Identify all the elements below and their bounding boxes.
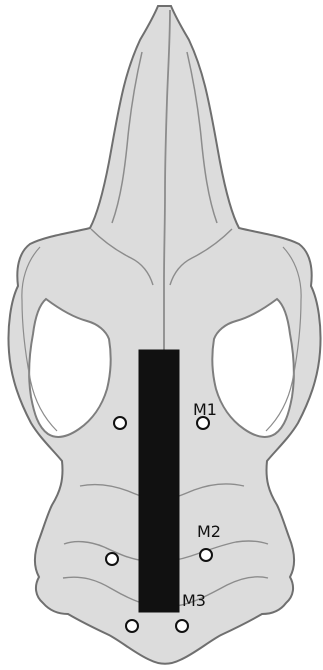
- electrode-left-lower: [126, 620, 138, 632]
- electrode-right-middle: [200, 549, 212, 561]
- label-m1: M1: [193, 400, 217, 419]
- label-m2: M2: [197, 522, 221, 541]
- electrode-right-lower: [176, 620, 188, 632]
- label-m3: M3: [182, 591, 206, 610]
- central-bar: [139, 350, 179, 612]
- electrode-left-upper: [114, 417, 126, 429]
- electrode-left-middle: [106, 553, 118, 565]
